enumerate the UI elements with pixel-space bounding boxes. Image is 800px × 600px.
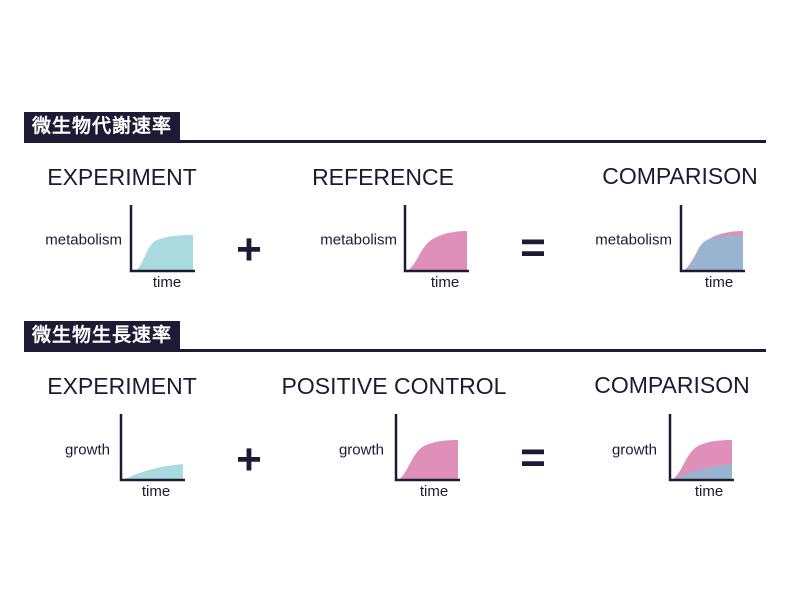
chart-axes: [403, 205, 469, 273]
y-axis-label: growth: [64, 441, 110, 459]
chart-axes: [129, 205, 195, 273]
chart-axes: [394, 414, 460, 482]
experiment-curve: [133, 235, 193, 271]
x-axis-label: time: [430, 274, 460, 291]
experiment-metabolism-chart: [129, 205, 195, 273]
positive-control-growth-chart: [394, 414, 460, 482]
chart-axes: [679, 205, 745, 273]
y-axis-label: growth: [338, 441, 384, 459]
panel-title-positive-control: POSITIVE CONTROL: [281, 373, 507, 399]
comparison-metabolism-chart: [679, 205, 745, 273]
experiment-growth-chart: [119, 414, 185, 482]
y-axis-label: metabolism: [595, 231, 672, 249]
section-divider: [24, 140, 766, 143]
x-axis-label: time: [704, 274, 734, 291]
panel-title-experiment: EXPERIMENT: [47, 373, 197, 399]
x-axis-label: time: [152, 274, 182, 291]
panel-title-reference: REFERENCE: [312, 164, 454, 190]
equals-operator: =: [520, 223, 546, 272]
x-axis-label: time: [419, 483, 449, 500]
reference-curve: [407, 231, 467, 271]
panel-title-experiment: EXPERIMENT: [47, 164, 197, 190]
reference-metabolism-chart: [403, 205, 469, 273]
chart-axes: [668, 414, 734, 482]
overlap-curve: [683, 235, 743, 271]
y-axis-label: growth: [611, 441, 657, 459]
section-divider: [24, 349, 766, 352]
y-axis-label: metabolism: [45, 231, 122, 249]
section-heading-metabolism: 微生物代謝速率: [24, 112, 181, 142]
x-axis-label: time: [694, 483, 724, 500]
plus-operator: +: [236, 435, 262, 484]
overlap-curve: [672, 464, 732, 480]
experiment-curve: [123, 464, 183, 480]
section-heading-growth: 微生物生長速率: [24, 321, 181, 351]
x-axis-label: time: [141, 483, 171, 500]
panel-title-comparison: COMPARISON: [602, 163, 758, 189]
equals-operator: =: [520, 433, 546, 482]
panel-title-comparison: COMPARISON: [594, 372, 750, 398]
plus-operator: +: [236, 225, 262, 274]
positive-control-curve: [398, 440, 458, 480]
comparison-growth-chart: [668, 414, 734, 482]
y-axis-label: metabolism: [320, 231, 397, 249]
chart-axes: [119, 414, 185, 482]
